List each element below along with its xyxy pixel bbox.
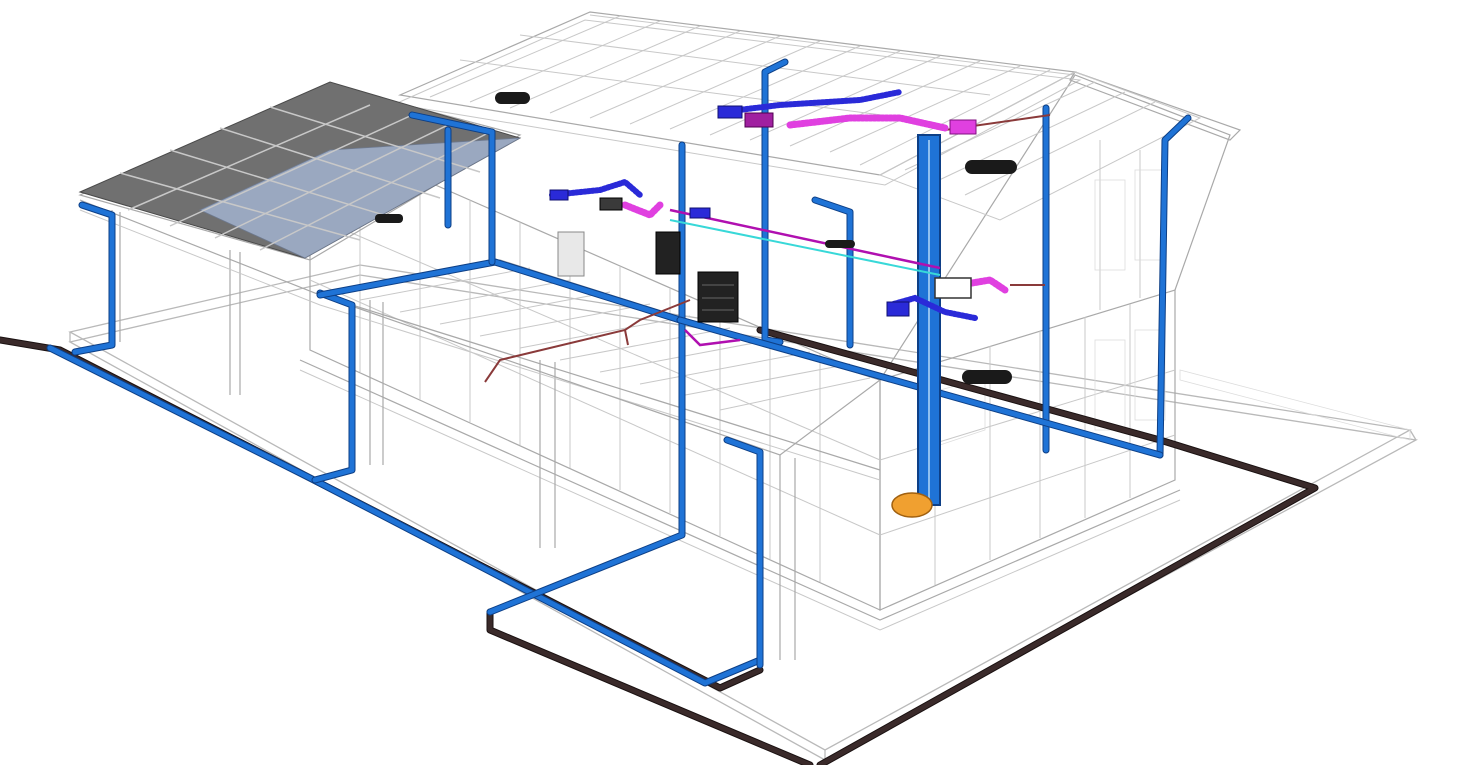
main-roof xyxy=(393,11,1242,221)
equipment xyxy=(557,231,739,323)
ventilation-ducts xyxy=(549,89,1009,321)
vent-stack xyxy=(891,134,941,518)
vent-cylinders xyxy=(375,92,1017,384)
solar-pv-array xyxy=(78,81,522,259)
cold-water-pipes xyxy=(669,208,941,347)
